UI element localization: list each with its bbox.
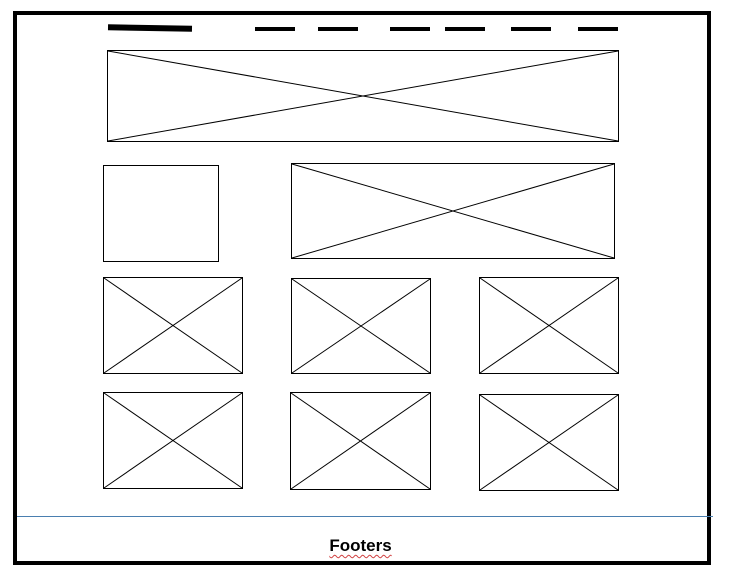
footer-label-text: Footers	[329, 536, 392, 555]
footer-divider	[17, 516, 713, 517]
grid-image-placeholder-4	[103, 392, 243, 489]
page-frame	[13, 11, 711, 565]
hero-image-placeholder	[107, 50, 619, 142]
grid-image-placeholder-6	[479, 394, 619, 491]
footer-label: Footers	[0, 536, 721, 556]
feature-image-placeholder	[291, 163, 615, 259]
content-box-placeholder	[103, 165, 219, 262]
grid-image-placeholder-2	[291, 278, 431, 374]
grid-image-placeholder-3	[479, 277, 619, 374]
nav-link-placeholder-2	[318, 27, 358, 31]
grid-image-placeholder-1	[103, 277, 243, 374]
nav-link-placeholder-3	[390, 27, 430, 31]
nav-link-placeholder-6	[578, 27, 618, 31]
grid-image-placeholder-5	[290, 392, 431, 490]
nav-link-placeholder-1	[255, 27, 295, 31]
nav-link-placeholder-5	[511, 27, 551, 31]
nav-link-placeholder-4	[445, 27, 485, 31]
